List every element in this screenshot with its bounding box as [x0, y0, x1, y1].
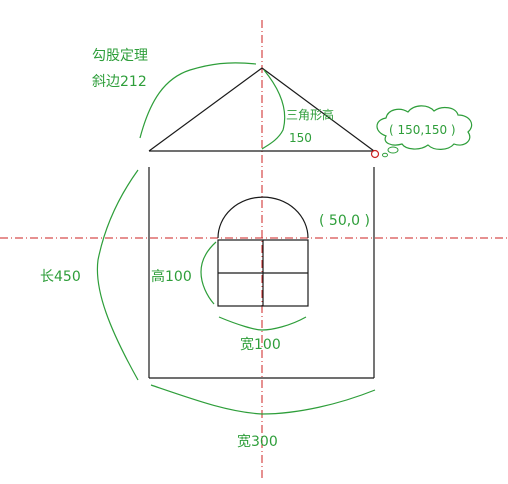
house-width-brace: [150, 384, 376, 415]
hypotenuse-value: 斜边212: [92, 74, 147, 90]
window-height-brace: [200, 241, 217, 305]
window-height-label: 高100: [151, 268, 192, 285]
house-length-brace: [96, 169, 139, 381]
window-width-brace: [218, 316, 307, 331]
hypotenuse-brace: [139, 62, 257, 139]
corner-coordinate-label: ( 150,150 ): [389, 123, 456, 137]
hypotenuse-title: 勾股定理: [92, 48, 148, 64]
triangle-height-brace: [261, 69, 286, 150]
triangle-height-title: 三角形高: [286, 107, 334, 122]
roof-left-edge: [148, 67, 263, 152]
window-coordinate-label: ( 50,0 ): [319, 213, 370, 229]
coordinate-cloud: [376, 105, 473, 150]
cloud-tail-large: [387, 146, 399, 154]
house-length-label: 长450: [40, 269, 81, 285]
roof-right-edge: [261, 67, 375, 152]
house-width-label: 宽300: [237, 433, 278, 450]
corner-point-marker: [370, 149, 380, 159]
triangle-height-value: 150: [289, 131, 312, 145]
window-arch: [217, 196, 309, 239]
cloud-tail-small: [382, 152, 388, 158]
window-width-label: 宽100: [240, 336, 281, 353]
